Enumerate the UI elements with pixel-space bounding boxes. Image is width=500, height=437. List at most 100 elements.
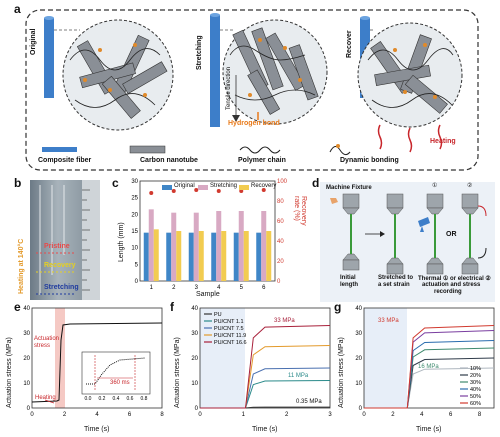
- fiber-electrical: [469, 214, 471, 258]
- legend-swatch-stretching: [198, 185, 208, 190]
- fiber-photo: Pristine Recovery Stretching: [30, 180, 100, 300]
- bar-recovery-3: [198, 231, 204, 281]
- e-ytick-30: 30: [23, 331, 30, 337]
- y2tick-c-40: 40: [277, 239, 284, 245]
- e-xtick-8: 8: [160, 412, 164, 418]
- bar-original-4: [211, 232, 217, 281]
- e-xtick-2: 2: [63, 412, 67, 418]
- legend-polymer-chain: Polymer chain: [238, 157, 286, 164]
- bar-stretching-2: [171, 212, 177, 281]
- label-pristine: Pristine: [44, 243, 70, 250]
- g-xtick-2: 2: [391, 412, 395, 418]
- heat-gun-icon: [418, 217, 430, 232]
- e-ytick-0: 0: [27, 406, 31, 412]
- ytick-c-30: 30: [131, 179, 138, 185]
- f-series-pu-cnt-16-6: [200, 325, 331, 409]
- legend-composite-fiber: Composite fiber: [38, 157, 92, 164]
- bar-stretching-6: [261, 211, 267, 281]
- hydrogen-bond-label: Hydrogen bond: [228, 120, 280, 127]
- step2-line1: Stretched to: [378, 275, 414, 281]
- legend-dynamic-bonding: Dynamic bonding: [340, 157, 399, 164]
- recovery-rate-point-3: [194, 188, 199, 192]
- actuation-stress-annotation: Actuation stress: [34, 336, 60, 349]
- f-ytick-20: 20: [191, 356, 198, 362]
- ytick-c-5: 5: [135, 262, 139, 268]
- ytick-c-20: 20: [131, 212, 138, 218]
- heating-arrow-icon: [44, 399, 55, 404]
- panel-a-schematic: [25, 9, 479, 171]
- legend-composite-fiber-icon: [42, 147, 77, 152]
- ylabel-g: Actuation stress (MPa): [338, 337, 345, 408]
- legend-swatch-original: [162, 185, 172, 190]
- heating-label-a: Heating: [430, 138, 456, 145]
- step2-line2: a set strain: [378, 282, 410, 288]
- inset-curve-e: [86, 357, 146, 385]
- f-legend-label-4: PU/CNT 16.6: [214, 340, 247, 346]
- y2tick-c-100: 100: [277, 179, 288, 185]
- f-ytick-0: 0: [195, 406, 199, 412]
- panel-letter-g: g: [334, 300, 342, 314]
- xlabel-c: Sample: [196, 291, 220, 298]
- bar-recovery-5: [243, 231, 249, 281]
- xtick-c-2: 2: [172, 285, 176, 291]
- ylabel-e: Actuation stress (MPa): [6, 337, 13, 408]
- g-legend-label-0: 10%: [470, 366, 481, 372]
- step3-line2: actuation and stress: [422, 282, 481, 288]
- f-xtick-0: 0: [198, 412, 202, 418]
- xtick-c-4: 4: [217, 285, 221, 291]
- g-ytick-40: 40: [355, 306, 362, 312]
- ruler-icon: [82, 180, 100, 300]
- e-ytick-10: 10: [23, 381, 30, 387]
- g-33mpa-annotation: 33 MPa: [378, 318, 399, 324]
- xlabel-e: Time (s): [84, 426, 110, 433]
- step3-line3: recording: [434, 289, 462, 295]
- recovery-rate-point-4: [216, 189, 221, 193]
- heating-annotation: Heating: [35, 395, 56, 401]
- g-16mpa-annotation: 16 MPa: [418, 364, 439, 370]
- fiber-strands: [36, 185, 74, 295]
- chart-f-plot-area: [199, 307, 331, 409]
- g-ytick-0: 0: [359, 406, 363, 412]
- f-035mpa-annotation: 0.35 MPa: [296, 399, 322, 405]
- state-label-stretching: Stretching: [196, 35, 203, 70]
- ylabel-f: Actuation stress (MPa): [174, 337, 181, 408]
- e-inset-xtick-0.0: 0.0: [85, 396, 92, 402]
- e-inset-xtick-0.6: 0.6: [127, 396, 134, 402]
- xtick-c-6: 6: [262, 285, 266, 291]
- bar-original-6: [256, 232, 262, 281]
- step1-line2: length: [340, 282, 358, 288]
- arrow-icon: [380, 231, 385, 237]
- circle-one-label: ①: [432, 183, 438, 189]
- heating-140-label: Heating at 140°C: [18, 238, 25, 294]
- legend-polymer-chain-icon: [239, 146, 281, 154]
- step3-line1: Thermal ① or electrical ②: [418, 276, 491, 282]
- ylabel-c: Length (mm): [118, 222, 125, 262]
- bar-recovery-6: [266, 231, 272, 281]
- label-stretching: Stretching: [44, 284, 79, 291]
- chart-c-plot-area: [139, 180, 276, 282]
- xlabel-f: Time (s): [252, 426, 278, 433]
- g-legend-label-3: 40%: [470, 387, 481, 393]
- f-legend-label-1: PU/CNT 1.1: [214, 319, 244, 325]
- legend-dynamic-bonding-icon: [329, 146, 351, 156]
- f-xtick-2: 2: [285, 412, 289, 418]
- panel-letter-a: a: [14, 2, 21, 16]
- ytick-c-15: 15: [131, 229, 138, 235]
- f-11mpa-annotation: 11 MPa: [288, 373, 309, 379]
- circle-two-label: ②: [467, 183, 473, 189]
- bar-stretching-3: [193, 212, 199, 281]
- f-xtick-1: 1: [242, 412, 246, 418]
- e-ytick-40: 40: [23, 306, 30, 312]
- y2label-c: Recovery rate (%): [293, 196, 307, 226]
- f-legend-label-3: PU/CNT 11.9: [214, 333, 246, 339]
- bar-stretching-1: [148, 209, 154, 281]
- bar-original-3: [188, 232, 194, 281]
- g-legend-label-2: 30%: [470, 380, 481, 386]
- chart-e-plot-area: [31, 307, 163, 409]
- machine-fixture-label: Machine Fixture: [326, 185, 372, 191]
- ytick-c-0: 0: [135, 279, 139, 285]
- y2tick-c-80: 80: [277, 199, 284, 205]
